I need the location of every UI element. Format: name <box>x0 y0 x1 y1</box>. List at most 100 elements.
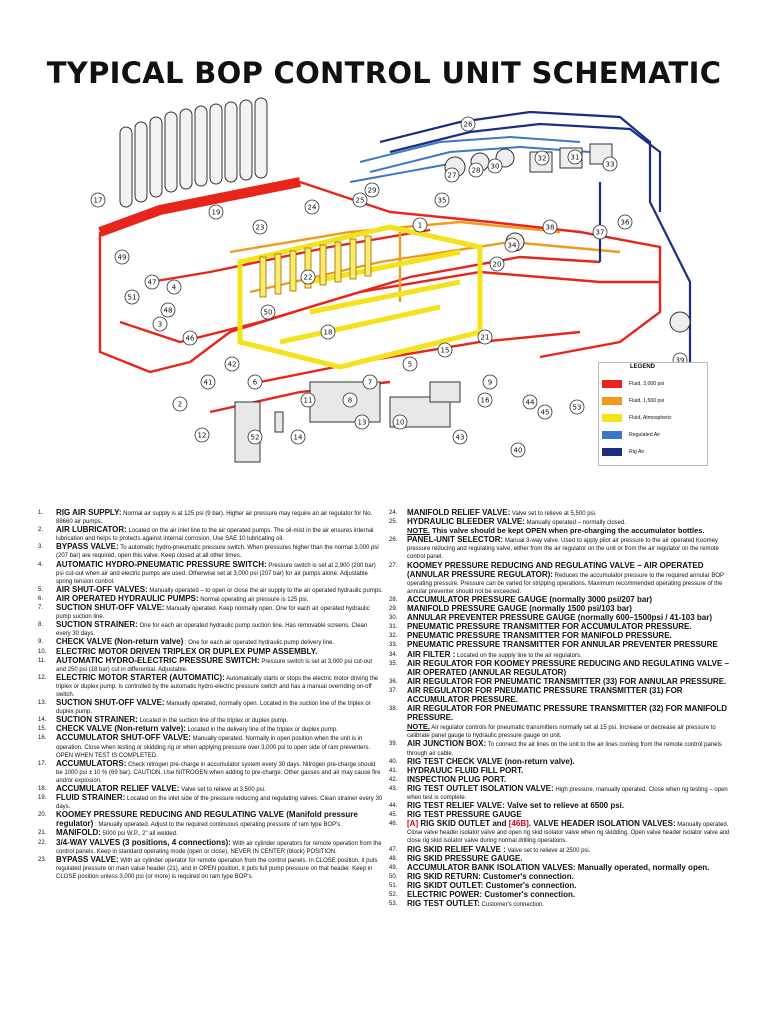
item-number: 22. <box>38 839 47 846</box>
list-item: 29. MANIFOLD PRESSURE GAUGE (normally 150… <box>389 604 734 614</box>
callout-label: 33 <box>606 161 615 169</box>
callout-marker <box>592 224 608 240</box>
callout-label: 16 <box>481 397 490 405</box>
list-item: 40.RIG TEST CHECK VALVE (non-return valv… <box>389 757 734 767</box>
callout-marker <box>489 256 505 272</box>
item-title: BYPASS VALVE: <box>56 854 119 864</box>
callout-label: 8 <box>348 397 352 405</box>
item-title: RIG AIR SUPPLY: <box>56 508 122 517</box>
note-label: NOTE. <box>407 526 430 536</box>
item-description: Located on the supply line to the air re… <box>455 652 582 659</box>
callout-label: 11 <box>304 397 313 405</box>
item-title: MANIFOLD PRESSURE GAUGE (normally 1500 p… <box>407 604 632 614</box>
item-number: 9. <box>38 639 44 646</box>
item-title: BYPASS VALVE: <box>56 542 119 552</box>
item-number: 19. <box>38 795 47 802</box>
callout-label: 44 <box>526 399 535 407</box>
item-description: Valve set to relieve at 5,500 psi. <box>510 511 597 517</box>
callout-marker <box>300 392 316 408</box>
list-item: 36.AIR REGULATOR FOR PNEUMATIC TRANSMITT… <box>389 677 734 687</box>
callout-label: 3 <box>158 321 162 329</box>
legend-swatch <box>602 414 622 422</box>
item-title-tag: [A] <box>407 819 421 829</box>
item-number: 42. <box>389 776 398 783</box>
item-description: To automatic hydro-pneumatic pressure sw… <box>56 545 379 560</box>
item-number: 16. <box>38 735 47 742</box>
item-description: Normal operating air pressure is 125 psi… <box>198 596 309 603</box>
callout-marker <box>342 392 358 408</box>
callout-marker <box>144 274 160 290</box>
item-title: AIR LUBRICATOR: <box>56 525 127 535</box>
list-item: 24.MANIFOLD RELIEF VALVE: Valve set to r… <box>389 508 734 518</box>
callout-marker <box>452 429 468 445</box>
item-title: HYDRAULIC BLEEDER VALVE: <box>407 517 525 527</box>
item-number: 32. <box>389 633 398 640</box>
item-title: ACCUMULATOR SHUT-OFF VALVE: <box>56 733 191 743</box>
item-number: 29. <box>389 606 398 613</box>
item-number: 36. <box>389 678 398 685</box>
list-item: 45.RIG TEST PRESSURE GAUGE <box>389 811 734 820</box>
callout-label: 39 <box>676 357 685 365</box>
callout-label: 38 <box>546 224 555 232</box>
item-number: 10. <box>38 648 47 655</box>
item-number: 43. <box>389 785 398 792</box>
legend-label: Fluid, 1,500 psi <box>629 398 665 404</box>
list-item: 18.ACCUMULATOR RELIEF VALVE: Valve set t… <box>38 784 383 794</box>
callout-label: 4 <box>172 284 177 292</box>
item-title: AUTOMATIC HYDRO-PNEUMATIC PRESSURE SWITC… <box>56 559 267 569</box>
callout-label: 17 <box>94 197 103 205</box>
list-item: 19.FLUID STRAINER: Located on the inlet … <box>38 794 383 811</box>
callout-marker <box>200 374 216 390</box>
callout-marker <box>617 214 633 230</box>
item-number: 15. <box>38 726 47 733</box>
item-number: 14. <box>38 717 47 724</box>
callout-marker <box>152 316 168 332</box>
list-item: 32.PNEUMATIC PRESSURE TRANSMITTER FOR MA… <box>389 632 734 641</box>
list-item: 25.HYDRAULIC BLEEDER VALVE: Manually ope… <box>389 518 734 536</box>
item-number: 7. <box>38 605 44 612</box>
item-description: Normal air supply is at 125 psi (9 bar).… <box>56 511 373 526</box>
callout-label: 2 <box>178 401 182 409</box>
callout-marker <box>482 374 498 390</box>
item-title: CHECK VALVE (Non-return valve): <box>56 724 186 734</box>
callout-marker <box>124 289 140 305</box>
list-item: 8.SUCTION STRAINER: One for each air ope… <box>38 621 383 638</box>
callout-marker <box>537 404 553 420</box>
item-title: AIR FILTER : <box>407 649 456 659</box>
list-item: 20.KOOMEY PRESSURE REDUCING AND REGULATI… <box>38 811 383 829</box>
callout-marker <box>460 116 476 132</box>
item-title: 3/4-WAY VALVES (3 positions, 4 connectio… <box>56 837 231 847</box>
legend-label: Regulated Air <box>629 432 661 438</box>
callout-marker <box>534 150 550 166</box>
list-item: 53.RIG TEST OUTLET: Customer's connectio… <box>389 900 734 909</box>
list-item: 15.CHECK VALVE (Non-return valve): Locat… <box>38 725 383 734</box>
item-number: 26. <box>389 537 398 544</box>
callout-label: 23 <box>256 224 265 232</box>
callout-label: 46 <box>186 335 195 343</box>
item-title: AIR REGULATOR FOR KOOMEY PRESSURE REDUCI… <box>407 658 729 677</box>
callout-label: 30 <box>491 163 500 171</box>
callout-label: 24 <box>308 204 317 212</box>
item-number: 24. <box>389 510 398 516</box>
item-title: RIG SKID RETURN: Customer's connection. <box>407 871 574 881</box>
item-number: 41. <box>389 767 398 774</box>
item-number: 46. <box>389 821 398 828</box>
item-title-tag: [46B] <box>508 819 529 829</box>
callout-marker <box>477 392 493 408</box>
list-item: 7.SUCTION SHUT-OFF VALVE: Manually opera… <box>38 603 383 621</box>
callout-marker <box>602 156 618 172</box>
callout-marker <box>362 374 378 390</box>
callout-label: 51 <box>128 294 137 302</box>
list-item: 39.AIR JUNCTION BOX: To connect the air … <box>389 740 734 757</box>
callout-label: 1 <box>418 222 422 230</box>
list-item: 34.AIR FILTER : Located on the supply li… <box>389 649 734 660</box>
list-item: 3.BYPASS VALVE: To automatic hydro-pneum… <box>38 543 383 560</box>
list-item: 12.ELECTRIC MOTOR STARTER (AUTOMATIC): A… <box>38 673 383 699</box>
list-item: 17.ACCUMULATORS: Check nitrogen pre-char… <box>38 759 383 785</box>
list-item: 1.RIG AIR SUPPLY: Normal air supply is a… <box>38 508 383 526</box>
callout-marker <box>172 396 188 412</box>
list-item: 13.SUCTION SHUT-OFF VALVE: Manually oper… <box>38 699 383 716</box>
item-number: 30. <box>389 615 398 622</box>
item-title: CHECK VALVE (Non-return valve) <box>56 637 184 647</box>
list-item: 5.AIR SHUT-OFF VALVES: Manually operated… <box>38 585 383 595</box>
